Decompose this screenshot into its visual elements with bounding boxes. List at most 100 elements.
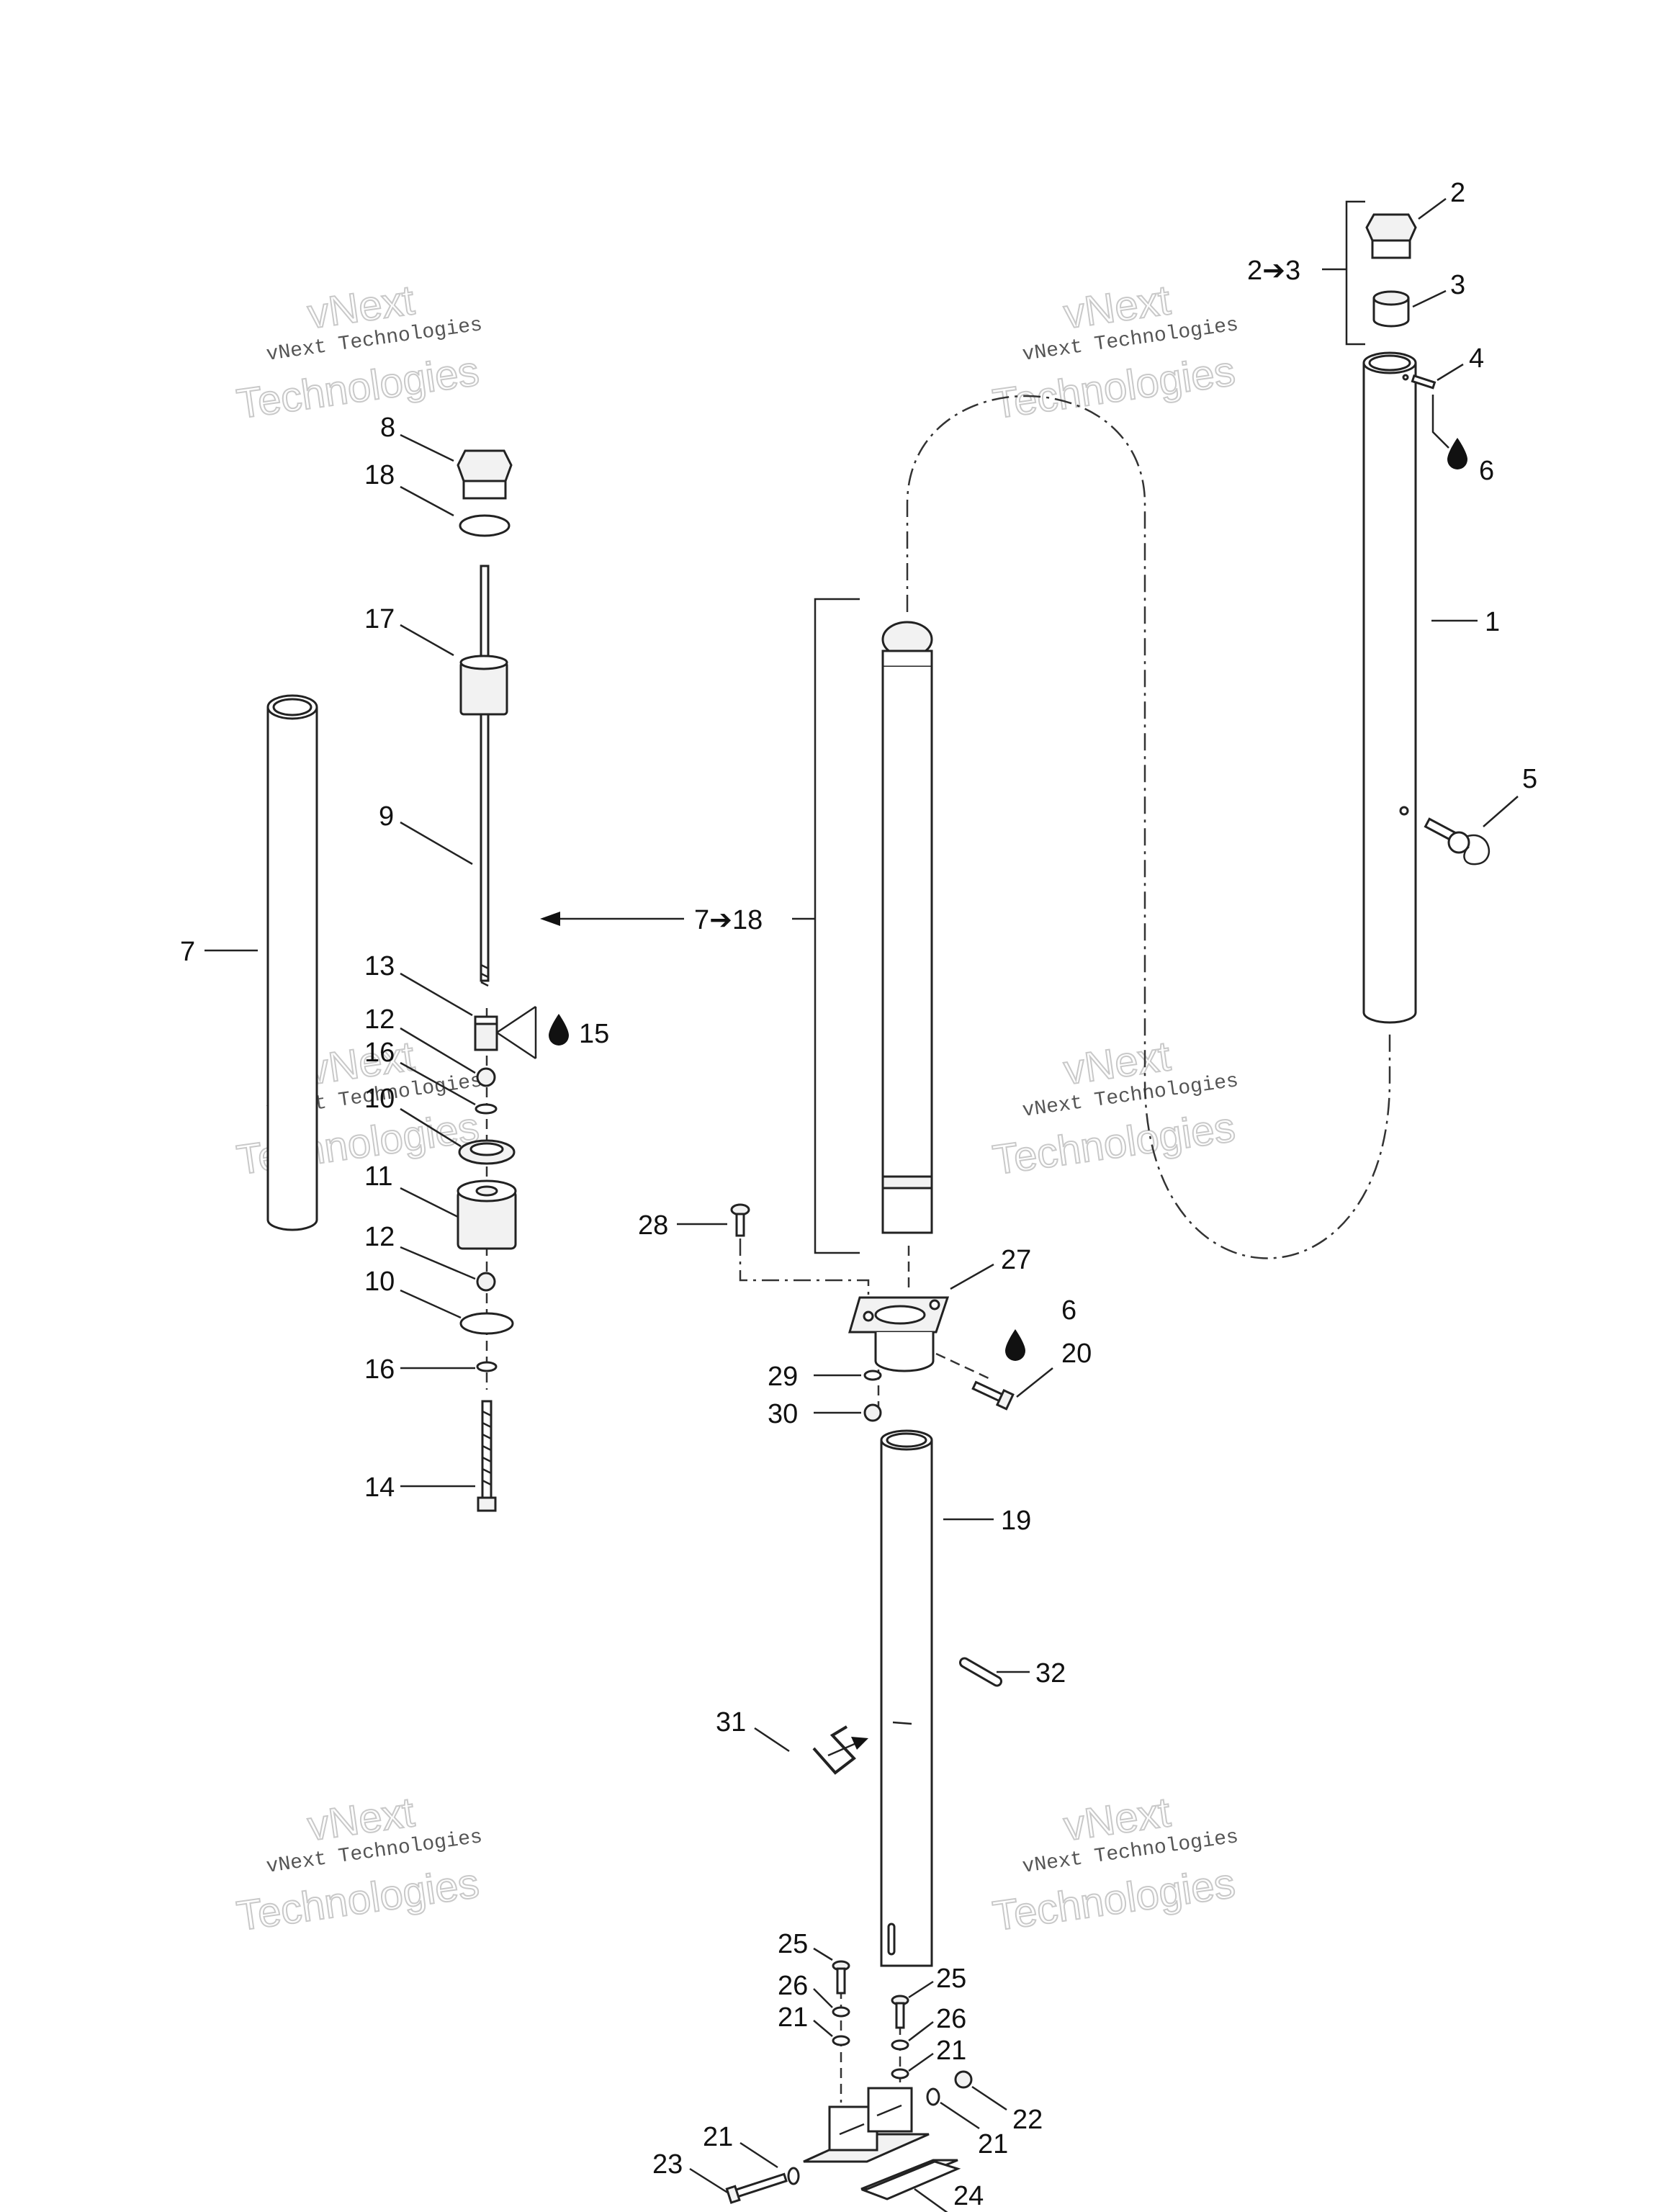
part-2-cap [1365,213,1417,259]
connection-line-20 [935,1352,991,1380]
callout-4: 4 [1469,343,1484,374]
leader-20 [1016,1367,1053,1398]
part-30-nut [863,1403,882,1422]
part-4-pin [1411,374,1437,390]
leader-8 [400,433,454,462]
part-16-washer-lower [476,1361,498,1372]
part-25-screw-left [832,1960,850,1995]
callout-3: 3 [1450,270,1465,300]
callout-10-upper: 10 [364,1084,395,1114]
bracket-7to18 [792,598,860,1254]
leader-27 [950,1263,994,1290]
arrow-7to18 [540,912,684,926]
part-14-bolt [477,1400,497,1512]
part-22-nut [954,2070,973,2089]
watermark-bottom-right: vNext vNext Technologies Technologies [989,1788,1240,1941]
connection-loop-line [906,395,1391,1259]
callout-26-left: 26 [778,1971,808,2001]
part-28-screw [730,1203,750,1237]
callout-30: 30 [768,1399,798,1429]
leader-9 [400,821,473,866]
part-27-flange [848,1296,950,1372]
part-7-tube [266,694,318,1231]
callout-25-left: 25 [778,1929,808,1959]
part-10-disc-lower [459,1312,514,1335]
leader-21-side [940,2101,980,2130]
callout-16-upper: 16 [364,1038,395,1068]
leader-12-lower [400,1246,476,1280]
callout-26-right: 26 [936,2004,966,2034]
leader-26-left [813,1988,833,2008]
leader-10-upper [400,1107,462,1148]
callout-8: 8 [380,413,395,443]
part-26-washer-right [891,2039,909,2051]
leader-2 [1418,197,1447,220]
part-18-o-ring [459,514,511,537]
part-25-screw-right [891,1995,909,2029]
bracket-2to3 [1322,200,1365,346]
callout-29: 29 [768,1362,798,1392]
part-8-cap [457,449,513,500]
leader-24 [914,2188,948,2212]
callout-6-right: 6 [1479,456,1494,486]
callout-21-left: 21 [778,2002,808,2033]
leader-25-left [813,1947,833,1961]
leader-5 [1483,796,1519,827]
watermark-mid-right: vNext vNext Technologies Technologies [989,1032,1240,1184]
leader-16-upper [400,1061,476,1106]
leader-15 [496,1005,537,1060]
part-12-nut-lower [476,1272,496,1292]
leader-10-lower [400,1289,462,1319]
part-31-clip [812,1725,856,1775]
callout-5: 5 [1522,764,1537,794]
part-29-washer [863,1370,882,1381]
watermark-mid-left: vNext vNext Technologies Technologies [233,1032,484,1184]
leader-26-right [908,2021,934,2041]
drop-icon-6-right [1447,438,1467,469]
callout-14: 14 [364,1473,395,1503]
part-20-bolt [971,1380,1015,1411]
part-9-rod [480,565,490,987]
callout-20: 20 [1061,1339,1092,1369]
part-11-bumper [457,1179,517,1250]
callout-9: 9 [379,801,394,832]
leader-21-left [813,2020,833,2037]
callout-12-upper: 12 [364,1004,395,1035]
callout-2to3: 2➔3 [1247,256,1300,286]
drop-icon-15 [549,1014,569,1046]
callout-1: 1 [1485,607,1500,637]
callout-27: 27 [1001,1245,1031,1275]
leader-11 [400,1187,459,1218]
callout-28: 28 [638,1210,668,1241]
part-32-pin [958,1657,1003,1687]
callout-2: 2 [1450,178,1465,208]
leader-25-right [908,1980,934,1999]
watermark-top-left: vNext vNext Technologies Technologies [233,276,484,428]
leader-21-bolt [739,2141,778,2169]
leader-13 [400,972,473,1017]
leader-3 [1412,289,1447,308]
part-21-washer-right [891,2068,909,2080]
leader-31 [754,1727,790,1753]
drop-icon-6-center [1005,1329,1025,1361]
callout-25-right: 25 [936,1964,966,1994]
callout-22: 22 [1012,2105,1043,2135]
callout-7to18: 7➔18 [694,905,763,935]
part-3-collar [1372,290,1410,328]
part-21-washer-side [926,2087,940,2106]
part-23-bolt [725,2172,788,2204]
callout-16-lower: 16 [364,1354,395,1385]
part-19-tube [880,1429,933,1967]
callout-17: 17 [364,604,395,634]
leader-21-right [908,2052,934,2072]
leader-17 [400,624,454,657]
watermark-bottom-left: vNext vNext Technologies Technologies [233,1788,484,1941]
leader-4 [1437,363,1464,382]
callout-21-bolt: 21 [703,2122,733,2152]
part-26-washer-left [832,2006,850,2018]
leader-18 [400,485,454,517]
callout-7: 7 [180,937,195,967]
watermark-top-right: vNext vNext Technologies Technologies [989,276,1240,428]
callout-21-side: 21 [978,2129,1008,2159]
